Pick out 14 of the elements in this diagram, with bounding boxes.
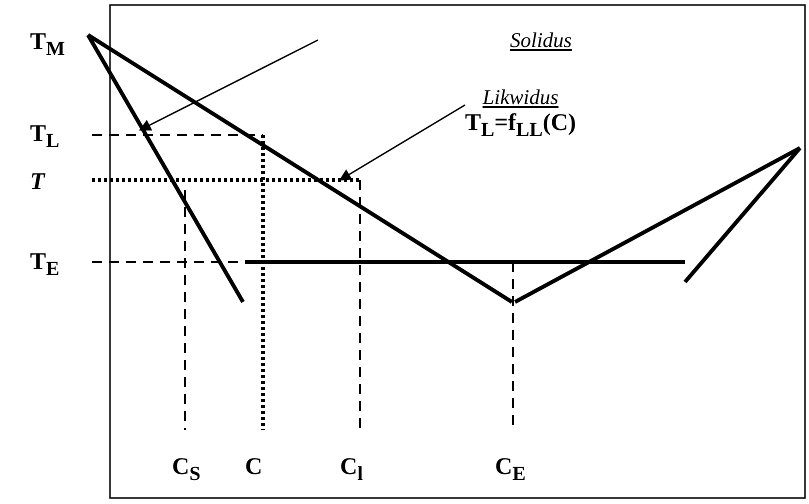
temperature-label: T$_{M}$: [30, 30, 65, 59]
solidus-line: [86, 34, 245, 303]
concentration-label: C: [245, 455, 262, 479]
temperature-label: T: [30, 170, 45, 194]
concentration-label: C$_{l}$: [340, 455, 363, 484]
formula: T$_{L}$=f$_{LL}$(C): [465, 110, 576, 142]
curve-name: Likwidus: [482, 85, 560, 110]
leader-arrow: [338, 104, 466, 181]
concentration-label: C$_{E}$: [495, 455, 526, 484]
temperature-label: T$_{L}$: [30, 122, 60, 151]
curve-name: Solidus: [510, 30, 572, 51]
temperature-label: T$_{E}$: [30, 250, 60, 279]
concentration-label: C$_{S}$: [172, 455, 200, 484]
leader-arrow: [138, 39, 318, 131]
